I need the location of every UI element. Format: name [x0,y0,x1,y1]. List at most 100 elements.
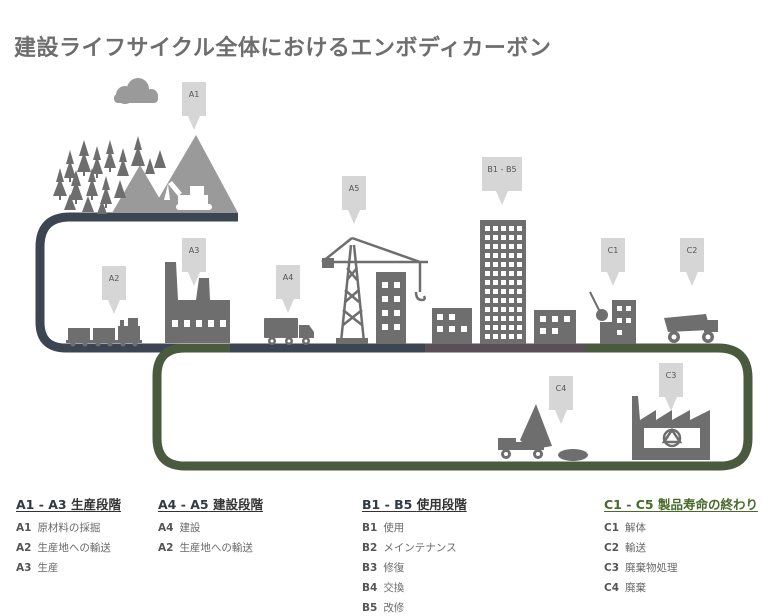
pin-label: A4 [283,273,294,282]
pin-marker-a4: A4 [276,265,300,313]
legend-heading: A4 - A5 建設段階 [158,494,263,513]
pin-shape [182,82,206,130]
pin-marker-c4: C4 [549,376,573,424]
legend-item-text: 廃棄物処理 [625,562,678,574]
legend-item-text: 使用 [383,522,405,534]
legend-item-text: 解体 [625,522,647,534]
legend-item-text: メインテナンス [383,542,457,554]
legend-item-text: 修復 [383,562,405,574]
legend-use-stage: B1 - B5 使用段階 B1 使用 B2 メインテナンス B3 修復 B4 交換 B5… [362,494,467,616]
legend-item-code: C1 [604,522,620,534]
legend-item-code: A2 [16,542,32,554]
pin-label: C2 [687,246,698,255]
demolition-icon [589,291,636,344]
road-bottom-segment [152,343,753,471]
tower-crane-icon [321,236,428,343]
cloud-icon [114,78,158,104]
pin-shape [342,176,366,224]
legend-code: B1 - B5 [362,497,413,512]
pin-label: C1 [608,246,619,255]
pin-label: B1 - B5 [487,165,516,174]
legend-item-code: C4 [604,582,620,594]
legend-item-code: B5 [362,602,378,614]
legend-item-text: 生産 [37,562,59,574]
legend-code: A4 - A5 [158,497,209,512]
legend-item-code: C2 [604,542,620,554]
legend-item-text: 交換 [383,582,405,594]
pin-shape [276,265,300,313]
legend-code: A1 - A3 [16,497,67,512]
recycling-plant-icon [632,396,710,460]
pin-marker-a5: A5 [342,176,366,224]
pin-shape [102,266,126,314]
excavator-icon [164,181,212,210]
legend-item-code: A2 [158,542,174,554]
legend-item-text: 輸送 [625,542,647,554]
legend-item-code: B1 [362,522,378,534]
forest-icon [53,136,166,214]
legend-item: B5 改修 [362,598,467,616]
legend-item: B3 修復 [362,558,467,578]
lifecycle-road [35,212,753,471]
legend-item: B4 交換 [362,578,467,598]
pin-marker-b: B1 - B5 [482,157,522,205]
legend-code: C1 - C5 [604,497,654,512]
legend-item: C1 解体 [604,518,758,538]
pin-marker-c1: C1 [601,238,625,286]
legend-item-text: 廃棄 [625,582,647,594]
legend-item-code: B2 [362,542,378,554]
truck-icon [264,318,314,345]
legend-item: C3 廃棄物処理 [604,558,758,578]
legend-heading: C1 - C5 製品寿命の終わり [604,494,758,513]
legend-item: C2 輸送 [604,538,758,558]
pin-shape [601,238,625,286]
pin-label: A5 [349,184,360,193]
mountain-icon [112,135,238,213]
legend-list: C1 解体 C2 輸送 C3 廃棄物処理 C4 廃棄 [604,518,758,598]
pin-label: C4 [556,384,567,393]
pin-shape [659,363,683,411]
legend-item-code: A3 [16,562,32,574]
dump-truck-icon [664,314,718,343]
small-building-right-icon [534,310,576,344]
pin-label: C3 [666,371,677,380]
pin-label: A1 [189,90,200,99]
pin-shape [182,238,206,286]
page-title: 建設ライフサイクル全体におけるエンボディカーボン [14,36,552,61]
pin-shape [482,157,522,205]
legend-item-code: A4 [158,522,174,534]
pin-marker-a3: A3 [182,238,206,286]
crane-base-icon [322,258,368,344]
legend-item: B1 使用 [362,518,467,538]
legend-title: 製品寿命の終わり [658,497,759,512]
pin-marker-c2: C2 [680,238,704,286]
pin-label: A3 [189,246,200,255]
legend-item-code: A1 [16,522,32,534]
building-under-construction-icon [376,272,406,344]
legend-title: 使用段階 [416,497,467,512]
factory-icon [165,262,230,343]
pin-marker-a2: A2 [102,266,126,314]
legend-item-code: C3 [604,562,620,574]
legend-item-code: B3 [362,562,378,574]
small-building-left-icon [432,308,472,344]
legend-item-text: 原材料の採掘 [37,522,101,534]
legend-item-code: B4 [362,582,378,594]
legend-item-text: 生産地への輸送 [179,542,253,554]
legend-item: B2 メインテナンス [362,538,467,558]
legend-item: A3 生産 [16,558,121,578]
legend-title: 建設段階 [213,497,264,512]
legend-title: 生産段階 [71,497,122,512]
pin-marker-a1: A1 [182,82,206,130]
legend-heading: A1 - A3 生産段階 [16,494,121,513]
legend-item: A2 生産地への輸送 [158,538,263,558]
tipper-truck-icon [498,404,588,461]
pin-shape [680,238,704,286]
legend-item-text: 改修 [383,602,405,614]
legend-item: C4 廃棄 [604,578,758,598]
